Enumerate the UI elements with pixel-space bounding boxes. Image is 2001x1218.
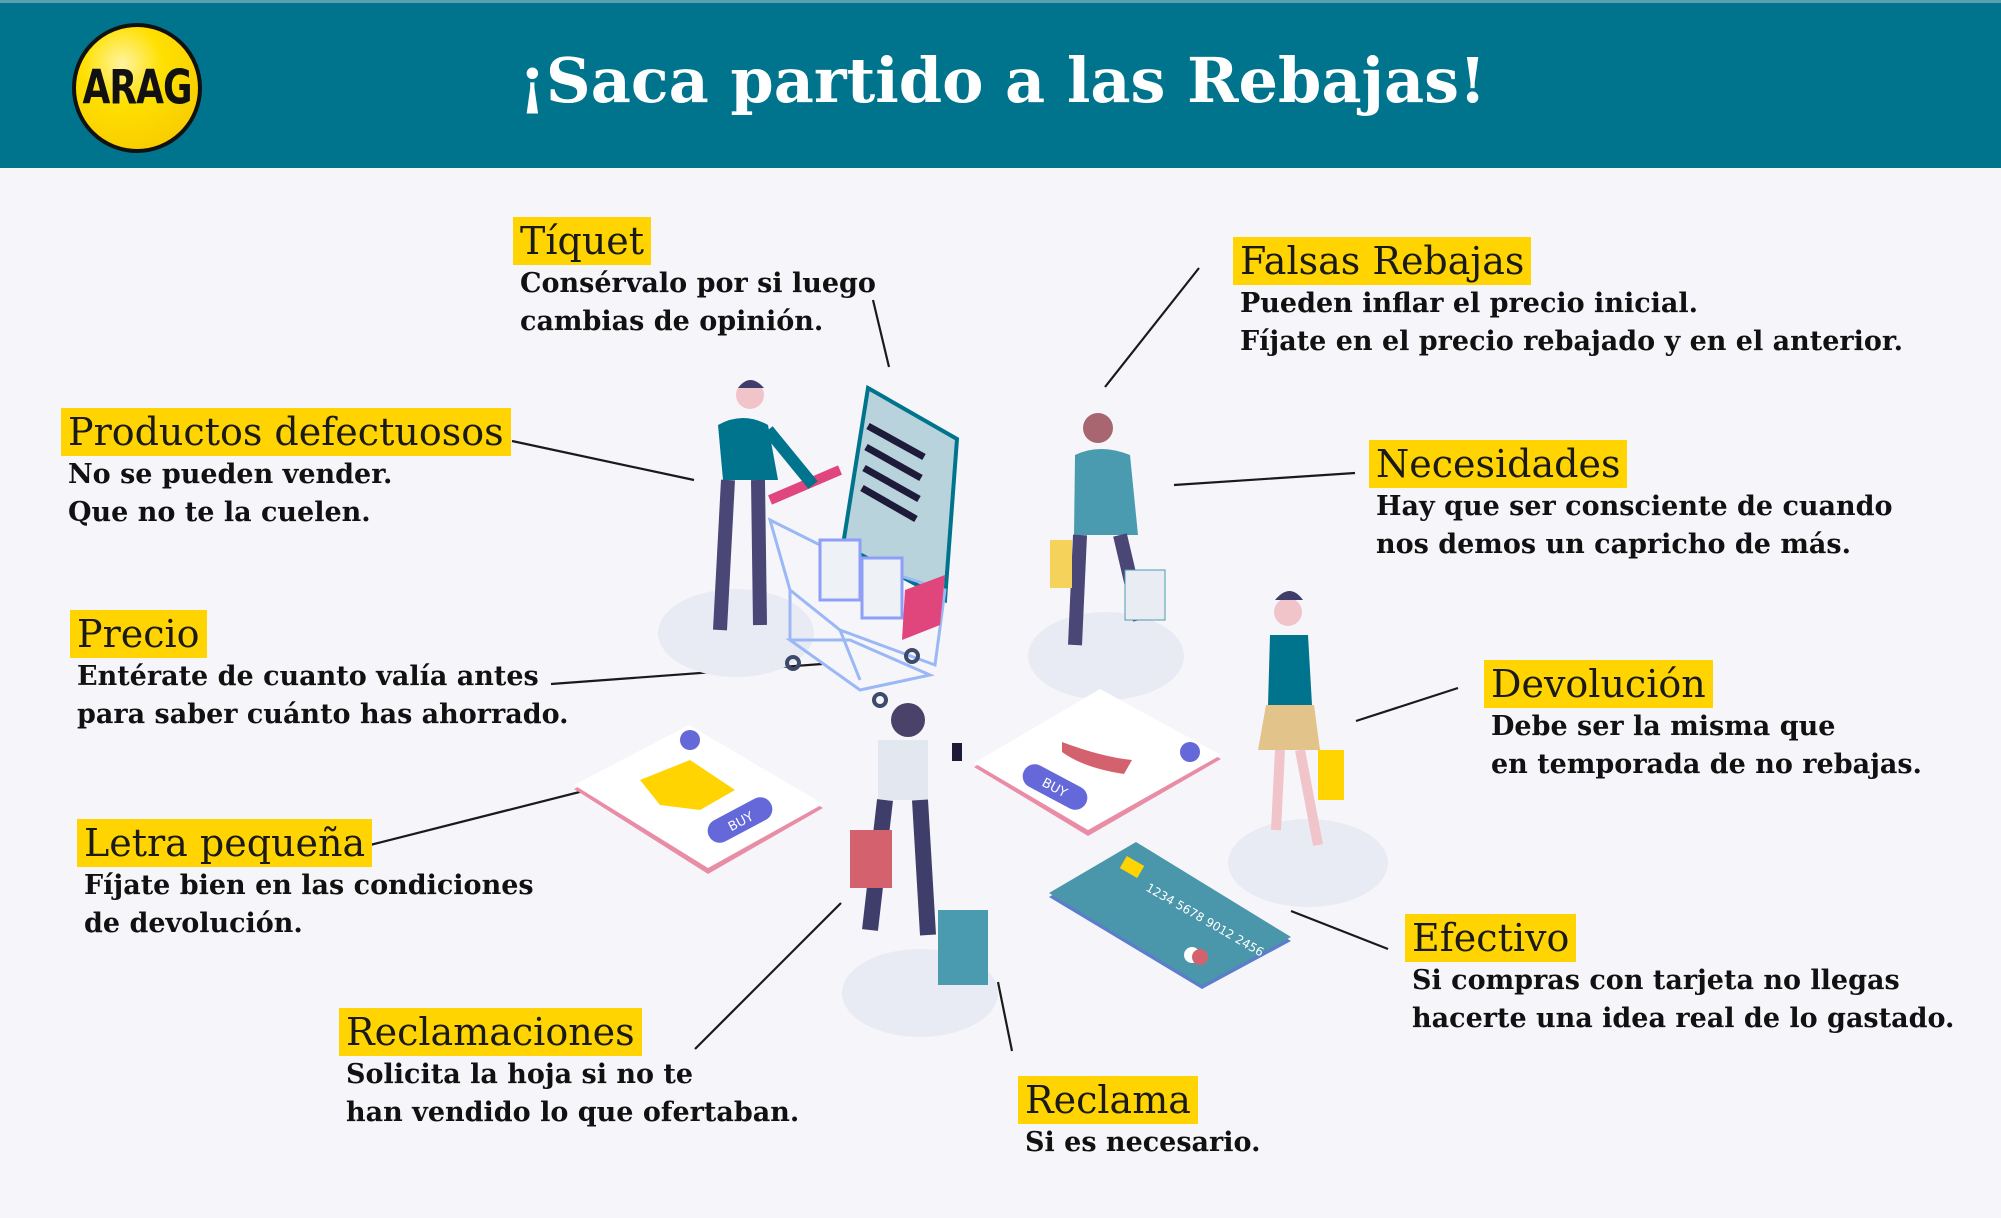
tip-line: Si es necesario. xyxy=(1025,1127,1261,1158)
shopping-cart-icon xyxy=(767,465,947,708)
tip-line: Hay que ser consciente de cuando xyxy=(1376,491,1893,522)
tip-line: en temporada de no rebajas. xyxy=(1491,749,1922,780)
tip-devolucion: Devolución Debe ser la misma que en tempo… xyxy=(1484,660,1922,784)
tip-precio: Precio Entérate de cuanto valía antes par… xyxy=(70,610,569,734)
tip-heading: Reclamaciones xyxy=(339,1008,642,1056)
product-card-shirt: BUY xyxy=(574,725,823,874)
tip-line: Debe ser la misma que xyxy=(1491,711,1836,742)
tip-line: cambias de opinión. xyxy=(520,306,824,337)
tip-line: de devolución. xyxy=(84,908,303,939)
tip-heading: Efectivo xyxy=(1405,914,1577,962)
tip-heading: Reclama xyxy=(1018,1076,1198,1124)
person-with-bags xyxy=(1050,413,1166,646)
tip-productos-defectuosos: Productos defectuosos No se pueden vende… xyxy=(61,408,511,532)
woman-on-phone xyxy=(1258,591,1344,846)
tip-line: hacerte una idea real de lo gastado. xyxy=(1412,1003,1955,1034)
tip-tiquet: Tíquet Consérvalo por si luego cambias de… xyxy=(513,217,876,341)
tip-heading: Letra pequeña xyxy=(77,819,373,867)
tip-line: han vendido lo que ofertaban. xyxy=(346,1097,800,1128)
tip-line: Consérvalo por si luego xyxy=(520,268,876,299)
page-title: ¡Saca partido a las Rebajas! xyxy=(518,44,1487,117)
tip-falsas-rebajas: Falsas Rebajas Pueden inflar el precio i… xyxy=(1233,237,1903,361)
tip-line: nos demos un capricho de más. xyxy=(1376,529,1852,560)
tip-line: Solicita la hoja si no te xyxy=(346,1059,694,1090)
tip-line: No se pueden vender. xyxy=(68,459,393,490)
tip-line: Si compras con tarjeta no llegas xyxy=(1412,965,1900,996)
tip-heading: Precio xyxy=(70,610,207,658)
tip-heading: Tíquet xyxy=(513,217,652,265)
tip-line: Fíjate en el precio rebajado y en el ant… xyxy=(1240,326,1904,357)
tip-heading: Falsas Rebajas xyxy=(1233,237,1532,285)
tip-heading: Devolución xyxy=(1484,660,1713,708)
tip-line: Fíjate bien en las condiciones xyxy=(84,870,534,901)
product-card-shoe: BUY xyxy=(974,689,1221,836)
arag-logo: ARAG xyxy=(72,23,202,153)
connector-lines xyxy=(365,267,1459,1052)
tip-letra-pequena: Letra pequeña Fíjate bien en las condici… xyxy=(77,819,534,943)
tip-reclamaciones: Reclamaciones Solicita la hoja si no te h… xyxy=(339,1008,799,1132)
tip-necesidades: Necesidades Hay que ser consciente de cu… xyxy=(1369,440,1893,564)
tip-heading: Productos defectuosos xyxy=(61,408,511,456)
tip-efectivo: Efectivo Si compras con tarjeta no llega… xyxy=(1405,914,1954,1038)
header: ARAG ¡Saca partido a las Rebajas! xyxy=(0,0,2001,168)
tip-line: Que no te la cuelen. xyxy=(68,497,371,528)
tip-reclama: Reclama Si es necesario. xyxy=(1018,1076,1260,1162)
tip-line: Pueden inflar el precio inicial. xyxy=(1240,288,1699,319)
person-with-cart xyxy=(713,380,818,631)
person-with-phone xyxy=(850,703,988,985)
tip-line: Entérate de cuanto valía antes xyxy=(77,661,539,692)
tip-heading: Necesidades xyxy=(1369,440,1628,488)
tip-line: para saber cuánto has ahorrado. xyxy=(77,699,569,730)
